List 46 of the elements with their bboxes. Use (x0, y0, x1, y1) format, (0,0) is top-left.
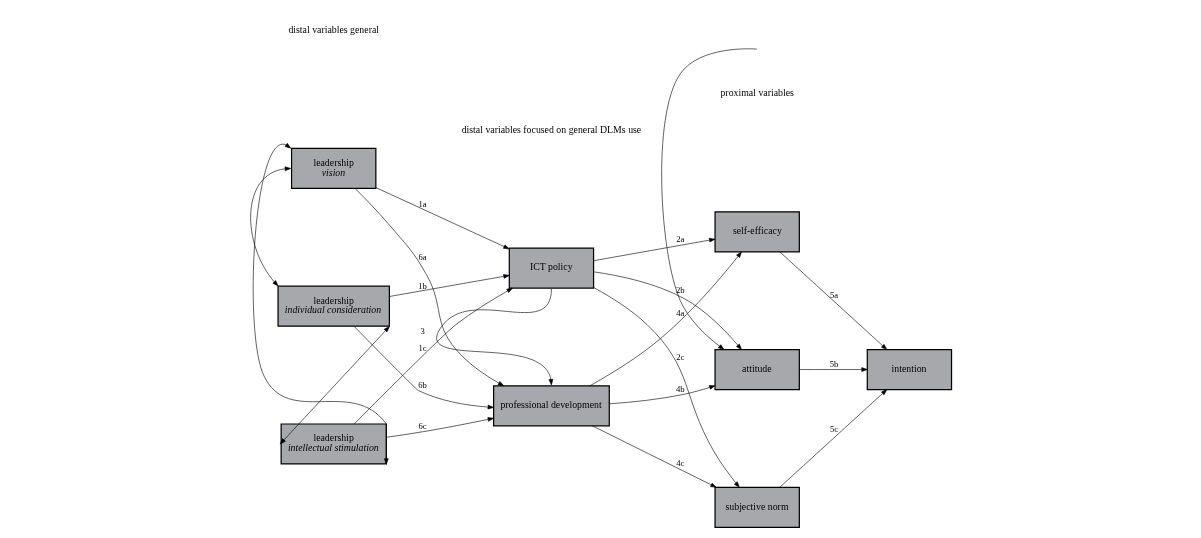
arrow (798, 367, 868, 372)
edge-label: 1a (418, 199, 427, 210)
node-box: subjective norm (713, 486, 800, 528)
arrow (354, 188, 504, 387)
arrow (593, 271, 742, 350)
edge-label: 6b (417, 380, 427, 391)
edge-label: 4b (675, 383, 685, 394)
arrow (589, 251, 742, 387)
arrow (592, 287, 740, 488)
edge-label: 1c (418, 342, 427, 353)
edge-label: 5c (829, 423, 838, 434)
arrow (388, 274, 510, 297)
edge-label: 5b (829, 359, 838, 370)
edge-label: 4a (675, 307, 684, 318)
edge-label: 1b (417, 280, 427, 291)
arrow (279, 326, 390, 445)
node-box: leadership individual consideration (276, 285, 390, 327)
node-box: attitude (713, 348, 800, 391)
arrow (660, 48, 757, 350)
arrow (375, 187, 509, 250)
arrow (592, 237, 715, 261)
edge-label: 2b (675, 285, 685, 296)
label: distal variables focused on general DLMs use (461, 123, 641, 135)
edge-label: 4c (675, 458, 684, 469)
arrow (353, 287, 513, 425)
arrow (436, 288, 553, 386)
node-box: self-efficacy (713, 211, 800, 253)
arrow (385, 417, 494, 438)
arrow (249, 166, 291, 287)
edge-label: 2a (675, 234, 684, 245)
node-box: ICT policy (508, 247, 594, 289)
edge-label: 2c (675, 352, 684, 363)
edge-label: 6c (418, 420, 427, 431)
arrow (778, 251, 887, 350)
edge-label: 6a (418, 251, 427, 262)
node-box: professional development (492, 385, 610, 427)
edge-label: 5a (829, 290, 838, 301)
arrow (353, 326, 494, 410)
arrow (591, 425, 717, 488)
edge-label: 3 (419, 325, 425, 336)
node-box: leadership vision (290, 147, 376, 190)
label: proximal variables (719, 87, 794, 99)
arrow (608, 385, 715, 405)
label: distal variables general (287, 24, 379, 35)
node-box: intention (866, 348, 952, 391)
arrow (778, 389, 887, 488)
